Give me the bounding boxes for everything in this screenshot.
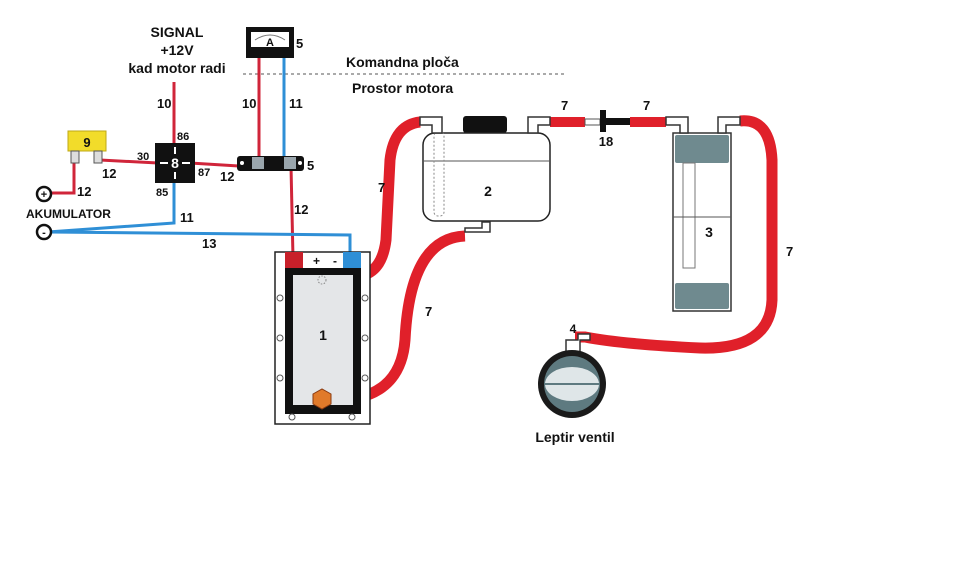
battery-minus-symbol: - <box>42 227 46 239</box>
signal-label-line3: kad motor radi <box>128 60 225 76</box>
terminal-number: 5 <box>307 158 314 173</box>
wire-label-fuse-relay: 12 <box>102 166 116 181</box>
terminal-block: 5 <box>237 156 314 173</box>
ammeter-number: 5 <box>296 36 303 51</box>
fuse-leg-right <box>93 150 103 164</box>
battery-label: AKUMULATOR <box>26 207 111 221</box>
fuse-body <box>67 130 107 152</box>
wire-label-ammeter-blue: 11 <box>289 96 303 111</box>
radiator-top-tank <box>675 135 729 163</box>
relay-pin-87: 87 <box>198 167 210 179</box>
radiator-number: 3 <box>705 224 713 240</box>
wire-terminal-heater <box>289 165 295 259</box>
hose-label-pump-to-radiator: 7 <box>643 98 650 113</box>
wire-label-battery-fuse: 12 <box>77 184 91 199</box>
wire-label-terminal-heater: 12 <box>294 202 308 217</box>
signal-label-line1: SIGNAL <box>151 24 204 40</box>
heater-terminal-minus <box>343 252 361 268</box>
wire-ground <box>47 230 352 256</box>
hose-label-tank-to-pump: 7 <box>561 98 568 113</box>
heater-minus-label: - <box>333 254 337 268</box>
terminal-screw-left <box>252 157 264 169</box>
heater-number: 1 <box>319 327 327 343</box>
valve-fitting-number: 4 <box>570 322 577 336</box>
wire-label-relay-ground: 11 <box>180 210 194 225</box>
pump: 18 <box>584 110 630 149</box>
wire-battery-fuse <box>48 162 76 195</box>
heater-plus-label: + <box>313 254 320 268</box>
hose-label-tank-to-heater: 7 <box>425 304 432 319</box>
battery: + - AKUMULATOR <box>26 185 111 241</box>
wire-label-ammeter-red: 10 <box>242 96 256 111</box>
wire-relay-ground <box>47 182 176 234</box>
zone-label-engine-bay: Prostor motora <box>352 80 453 96</box>
heater-core <box>293 275 353 405</box>
relay-pin-30: 30 <box>137 151 149 163</box>
pump-number: 18 <box>599 134 613 149</box>
battery-plus-symbol: + <box>41 189 47 201</box>
hose-tank-to-pump <box>550 117 585 127</box>
relay-pin-86: 86 <box>177 131 189 143</box>
signal-label-line2: +12V <box>160 42 194 58</box>
hose-pump-to-radiator <box>630 117 666 127</box>
battery-negative-icon <box>35 223 53 241</box>
hose-heater-to-tank <box>358 116 422 282</box>
tank-number: 2 <box>484 183 492 199</box>
hose-label-heater-to-tank: 7 <box>378 180 385 195</box>
tank-cap <box>463 116 507 133</box>
expansion-tank: 2 <box>419 116 551 233</box>
radiator: 3 <box>665 116 741 312</box>
battery-positive-icon <box>35 185 53 203</box>
fuse-number: 9 <box>83 135 90 150</box>
wire-label-signal: 10 <box>157 96 171 111</box>
hose-radiator-to-valve <box>575 115 778 354</box>
tank-body <box>422 132 551 222</box>
ammeter-letter: A <box>266 37 274 49</box>
zone-label-dashboard: Komandna ploča <box>346 54 459 70</box>
heater-outlet-nut <box>312 388 332 410</box>
terminal-screw-right <box>284 157 296 169</box>
wire-label-ground: 13 <box>202 236 216 251</box>
heater: + - 1 <box>274 251 371 425</box>
relay-number: 8 <box>171 155 179 171</box>
heater-terminal-plus <box>285 252 303 268</box>
ammeter: A 5 <box>246 27 303 58</box>
valve-label: Leptir ventil <box>535 429 614 445</box>
radiator-bottom-tank <box>675 283 729 309</box>
butterfly-valve: 4 Leptir ventil <box>535 322 614 445</box>
relay-pin-85: 85 <box>156 187 168 199</box>
pump-body <box>600 110 606 132</box>
relay: 8 86 30 87 85 <box>137 131 210 199</box>
fuse: 9 <box>67 130 107 164</box>
hose-label-radiator-to-valve: 7 <box>786 244 793 259</box>
fuse-leg-left <box>70 150 80 164</box>
wire-fuse-relay <box>99 158 159 165</box>
ammeter-dial <box>251 32 289 47</box>
wire-label-relay-terminal: 12 <box>220 169 234 184</box>
